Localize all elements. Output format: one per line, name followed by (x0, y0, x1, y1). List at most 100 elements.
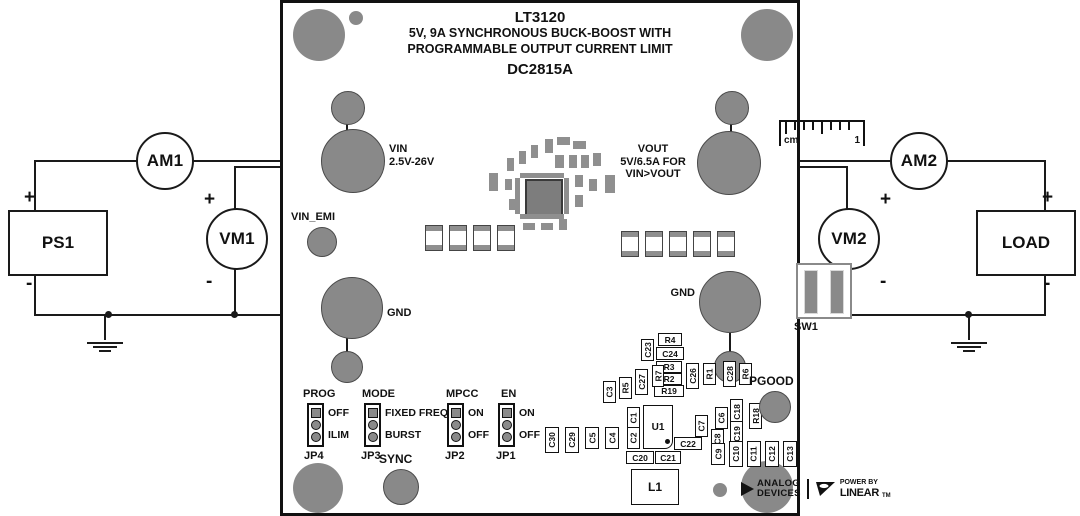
smd-passive (605, 175, 615, 193)
terminal-pad[interactable] (693, 231, 711, 257)
analog-devices-logo: ANALOG DEVICES (741, 479, 801, 499)
jumper-jp2[interactable] (447, 403, 464, 447)
wire-vm1-minus (234, 268, 236, 314)
junction-vm1-ground (231, 311, 238, 318)
smd-passive (559, 219, 567, 230)
smd-passive (569, 155, 577, 168)
vout-turret[interactable] (697, 131, 761, 195)
vout-small-turret[interactable] (715, 91, 749, 125)
refdes-c22: C22 (674, 437, 702, 450)
am2-label: AM2 (900, 151, 938, 170)
refdes-r5: R5 (619, 377, 632, 399)
refdes-c11: C11 (747, 441, 761, 467)
refdes-c5: C5 (585, 427, 599, 449)
gnd-right-pad-link (729, 333, 731, 355)
refdes-r7: R7 (652, 365, 664, 387)
refdes-c4: C4 (605, 427, 619, 449)
pgood-turret[interactable] (759, 391, 791, 423)
refdes-c26: C26 (686, 363, 699, 389)
terminal-pad[interactable] (669, 231, 687, 257)
ammeter-am2[interactable]: AM2 (890, 132, 948, 190)
smd-passive (489, 173, 498, 191)
linear-tech-icon (815, 482, 835, 496)
gnd-left-pad-link (346, 333, 348, 355)
ruler-mark-label: 1 (854, 135, 860, 146)
jumper-en-option-off: OFF (519, 429, 540, 441)
vin-small-turret[interactable] (331, 91, 365, 125)
jumper-prog-option-ilim: ILIM (328, 429, 349, 441)
vm1-plus-label: + (204, 189, 216, 210)
refdes-c29: C29 (565, 427, 579, 453)
terminal-pad[interactable] (449, 225, 467, 251)
smd-passive (509, 199, 516, 210)
wire-vm2-plus (846, 166, 848, 212)
am1-label: AM1 (146, 151, 184, 170)
refdes-c10: C10 (729, 441, 743, 467)
gnd-left-small-turret[interactable] (331, 351, 363, 383)
inductor-l1: L1 (631, 469, 679, 505)
jumper-jp2-designator: JP2 (445, 450, 465, 462)
vout-silk-label: VOUT 5V/6.5A FOR VIN>VOUT (620, 143, 686, 181)
fiducial-bottom-right (713, 483, 727, 497)
refdes-c7: C7 (695, 415, 708, 437)
jumper-jp3-designator: JP3 (361, 450, 381, 462)
smd-passive (581, 155, 589, 168)
gnd-left-turret[interactable] (321, 277, 383, 339)
jumper-en-title: EN (501, 388, 517, 400)
ic-pin-row-left (515, 178, 520, 214)
refdes-c12: C12 (765, 441, 779, 467)
board-demo-number: DC2815A (507, 61, 573, 79)
jumper-jp3[interactable] (364, 403, 381, 447)
refdes-c9: C9 (711, 443, 725, 465)
smd-passive (519, 151, 526, 164)
smd-passive (531, 145, 538, 158)
terminal-pad[interactable] (621, 231, 639, 257)
refdes-c23: C23 (641, 339, 654, 361)
gnd-right-silk-label: GND (670, 287, 695, 299)
vin-turret[interactable] (321, 129, 385, 193)
fiducial-top-left (349, 11, 363, 25)
terminal-pad[interactable] (425, 225, 443, 251)
vin-emi-silk-label: VIN_EMI (291, 211, 336, 223)
jumper-jp4-designator: JP4 (304, 450, 324, 462)
refdes-c20: C20 (626, 451, 654, 464)
wire-ps1-plus-down (34, 160, 36, 210)
junction-load-ground (965, 311, 972, 318)
adi-line2: DEVICES (757, 488, 801, 499)
gnd-right-turret[interactable] (699, 271, 761, 333)
switch-sw1[interactable] (796, 263, 852, 319)
voltmeter-vm1[interactable]: VM1 (206, 208, 268, 270)
wire-ps1-plus-to-am1 (34, 160, 144, 162)
refdes-c21: C21 (655, 451, 681, 464)
mounting-hole-bottom-left (293, 463, 343, 513)
jumper-mode-option-burst: BURST (385, 429, 422, 441)
terminal-pad[interactable] (645, 231, 663, 257)
terminal-pad[interactable] (473, 225, 491, 251)
cm-scale-ruler: cm 1 (779, 120, 865, 146)
ruler-unit-label: cm (784, 135, 799, 146)
vm1-minus-label: - (206, 271, 213, 292)
vin-emi-turret[interactable] (307, 227, 337, 257)
ic-pin-row-right (564, 178, 569, 214)
jumper-jp4[interactable] (307, 403, 324, 447)
voltmeter-vm2[interactable]: VM2 (818, 208, 880, 270)
electronic-load[interactable]: LOAD (976, 210, 1076, 276)
board-part-number: LT3120 (514, 9, 566, 26)
mounting-hole-top-left (293, 9, 345, 61)
jumper-jp1[interactable] (498, 403, 515, 447)
sw1-silk-label: SW1 (794, 321, 818, 333)
smd-passive (557, 137, 570, 145)
load-plus-label: + (1042, 187, 1054, 208)
wire-ps1-minus-down (34, 272, 36, 316)
power-supply-ps1[interactable]: PS1 (8, 210, 108, 276)
smd-passive (507, 158, 514, 171)
load-label: LOAD (1001, 233, 1051, 252)
terminal-pad[interactable] (497, 225, 515, 251)
smd-passive (541, 223, 553, 230)
terminal-pad[interactable] (717, 231, 735, 257)
sync-turret[interactable] (383, 469, 419, 505)
junction-ps1-ground (105, 311, 112, 318)
refdes-r1: R1 (703, 363, 716, 385)
ammeter-am1[interactable]: AM1 (136, 132, 194, 190)
board-description-line2: PROGRAMMABLE OUTPUT CURRENT LIMIT (407, 41, 673, 56)
